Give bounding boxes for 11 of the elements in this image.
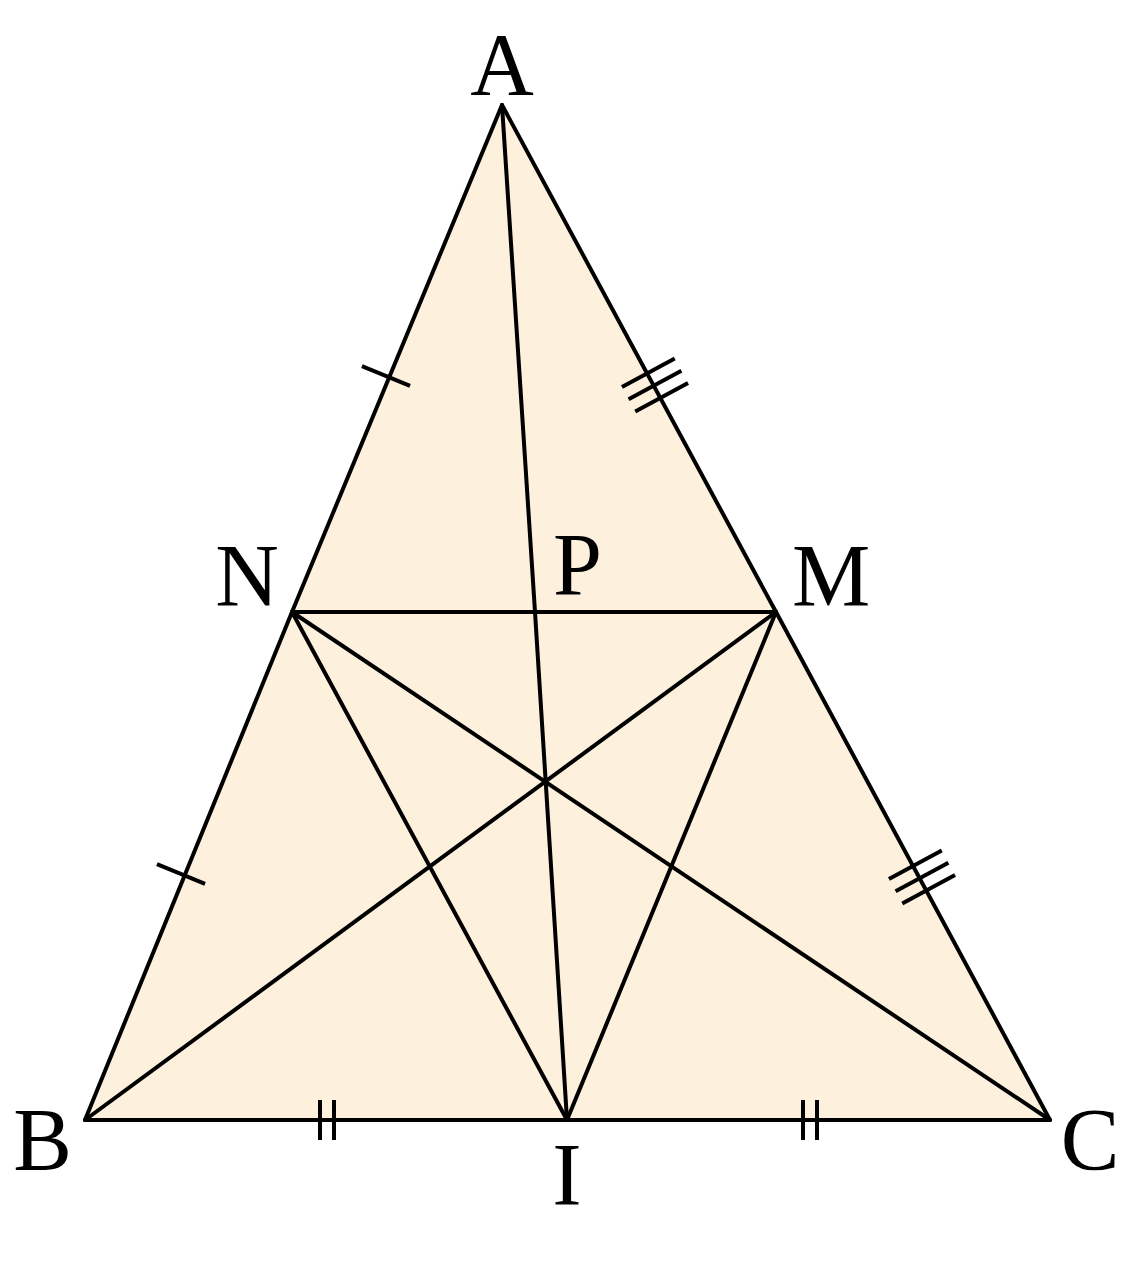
- line-segment: [290, 103, 504, 614]
- point-label: P: [553, 525, 602, 605]
- point-label: B: [13, 1100, 72, 1180]
- point-label: M: [791, 536, 871, 616]
- point-label: N: [215, 536, 279, 616]
- line-segment: [565, 1118, 1052, 1122]
- line-segment: [83, 610, 294, 1122]
- point-label: A: [470, 25, 534, 105]
- line-segment: [290, 610, 1052, 1122]
- point-label: C: [1060, 1100, 1120, 1180]
- point-label: I: [552, 1135, 582, 1215]
